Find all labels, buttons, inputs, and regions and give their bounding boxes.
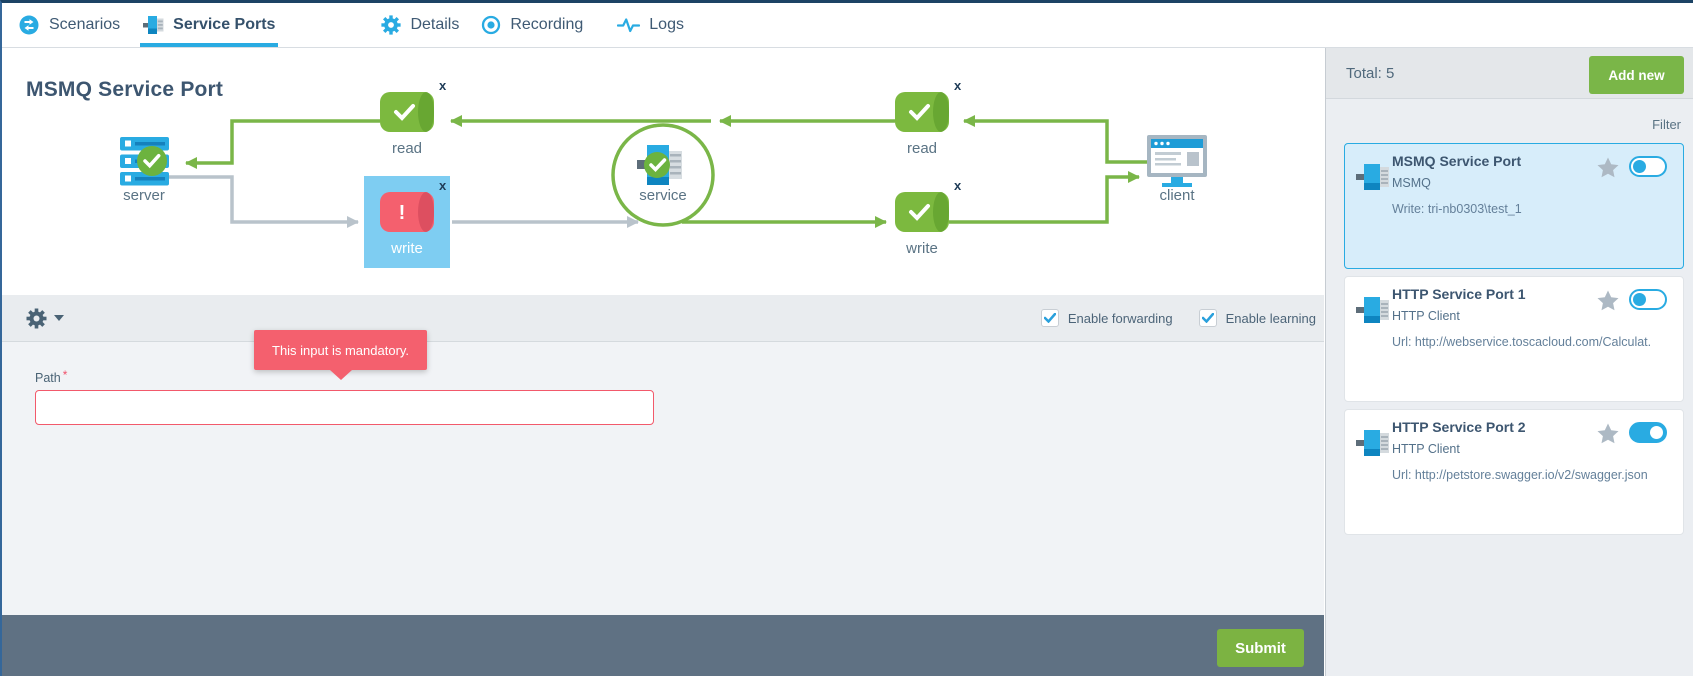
client-label: client [1159, 187, 1195, 204]
main-panel: MSMQ Service Port [2, 48, 1324, 676]
server-label: server [123, 187, 165, 204]
service-port-card-msmq[interactable]: MSMQ Service Port MSMQ Write: tri-nb0303… [1344, 143, 1684, 269]
service-port-icon [1356, 297, 1389, 323]
read-operation-node-left[interactable] [380, 92, 434, 132]
tab-label: Details [410, 16, 460, 33]
card-detail: Url: http://petstore.swagger.io/v2/swagg… [1392, 468, 1648, 482]
service-ports-icon [143, 16, 164, 34]
service-port-icon [1356, 430, 1389, 456]
filter-label: Filter [1652, 117, 1681, 132]
service-ports-sidebar: Total: 5 Add new Filter MSMQ Service Por… [1325, 48, 1693, 676]
required-marker: * [62, 368, 68, 382]
remove-write-left-x[interactable]: x [439, 178, 447, 193]
read-right-label: read [907, 140, 937, 157]
details-icon [381, 15, 402, 35]
service-status-check-icon [644, 152, 670, 178]
service-port-icon [1356, 164, 1389, 190]
tab-label: Service Ports [173, 16, 276, 33]
toggle-knob [1650, 426, 1663, 439]
service-node[interactable]: service [611, 123, 715, 227]
submit-button[interactable]: Submit [1217, 629, 1304, 667]
service-port-list: MSMQ Service Port MSMQ Write: tri-nb0303… [1326, 143, 1693, 535]
remove-read-right-x[interactable]: x [954, 78, 962, 93]
settings-gear-button[interactable] [26, 308, 64, 329]
enable-learning-checkbox[interactable] [1198, 309, 1217, 327]
card-detail: Write: tri-nb0303\test_1 [1392, 202, 1522, 216]
enable-toggle[interactable] [1629, 289, 1667, 310]
card-title: HTTP Service Port 1 [1392, 286, 1526, 302]
top-navigation: Scenarios Service Ports [2, 3, 1693, 48]
enable-learning-label: Enable learning [1225, 310, 1316, 326]
remove-read-left-x[interactable]: x [439, 78, 447, 93]
tab-label: Scenarios [49, 16, 121, 33]
check-icon [1043, 313, 1056, 323]
add-new-button[interactable]: Add new [1589, 56, 1684, 94]
enable-toggle[interactable] [1629, 422, 1667, 443]
svg-text:!: ! [399, 202, 406, 224]
read-operation-node-right[interactable] [895, 92, 949, 132]
server-node[interactable] [120, 137, 169, 186]
write-right-label: write [905, 240, 938, 257]
toggle-knob [1633, 293, 1646, 306]
card-title: HTTP Service Port 2 [1392, 419, 1526, 435]
total-count: Total: 5 [1346, 64, 1395, 82]
card-title: MSMQ Service Port [1392, 153, 1522, 169]
write-flow-lines [682, 171, 1140, 228]
enable-forwarding-checkbox[interactable] [1040, 309, 1059, 327]
enable-learning-group: Enable learning [1198, 309, 1316, 327]
client-node[interactable] [1147, 135, 1207, 187]
footer-bar: Submit [2, 615, 1324, 676]
read-left-label: read [392, 140, 422, 157]
write-operation-node-failed[interactable]: ! [380, 192, 434, 232]
service-port-diagram: server x read ! x write [120, 78, 1207, 268]
diagram-area: MSMQ Service Port [2, 48, 1324, 295]
tab-label: Recording [510, 16, 584, 33]
tab-logs[interactable]: Logs [617, 3, 684, 47]
service-port-card-http-1[interactable]: HTTP Service Port 1 HTTP Client Url: htt… [1344, 276, 1684, 402]
card-subtitle: MSMQ [1392, 176, 1431, 190]
tab-label: Logs [649, 16, 684, 33]
service-port-card-http-2[interactable]: HTTP Service Port 2 HTTP Client Url: htt… [1344, 409, 1684, 535]
validation-tooltip: This input is mandatory. [254, 330, 428, 380]
enable-toggle[interactable] [1629, 156, 1667, 177]
favorite-star-icon[interactable] [1597, 157, 1619, 178]
page-title: MSMQ Service Port [26, 78, 224, 101]
sidebar-header: Total: 5 Add new [1326, 48, 1693, 99]
remove-write-right-x[interactable]: x [954, 178, 962, 193]
scenarios-icon [19, 15, 39, 35]
service-label: service [639, 187, 687, 204]
path-field-label: Path* [35, 368, 68, 385]
chevron-down-icon [54, 315, 64, 326]
gear-icon [26, 308, 47, 328]
tab-recording[interactable]: Recording [481, 3, 583, 47]
favorite-star-icon[interactable] [1597, 423, 1619, 444]
tab-service-ports[interactable]: Service Ports [140, 3, 279, 47]
check-icon [1201, 313, 1214, 323]
enable-forwarding-label: Enable forwarding [1067, 310, 1173, 326]
recording-icon [482, 15, 501, 35]
card-subtitle: HTTP Client [1392, 309, 1460, 323]
enable-forwarding-group: Enable forwarding [1040, 309, 1173, 327]
logs-icon [617, 18, 641, 33]
card-detail: Url: http://webservice.toscacloud.com/Ca… [1392, 335, 1652, 349]
path-input[interactable] [35, 390, 654, 425]
tab-details[interactable]: Details [381, 3, 459, 47]
tab-scenarios[interactable]: Scenarios [18, 3, 120, 47]
settings-bar: Enable forwarding Enable learning [2, 295, 1324, 342]
write-operation-node-right[interactable] [895, 192, 949, 232]
read-flow-lines [185, 115, 1147, 169]
card-subtitle: HTTP Client [1392, 442, 1460, 456]
toggle-knob [1633, 160, 1646, 173]
write-left-label: write [390, 240, 423, 257]
favorite-star-icon[interactable] [1597, 290, 1619, 311]
write-flow-lines-failed [169, 175, 639, 228]
